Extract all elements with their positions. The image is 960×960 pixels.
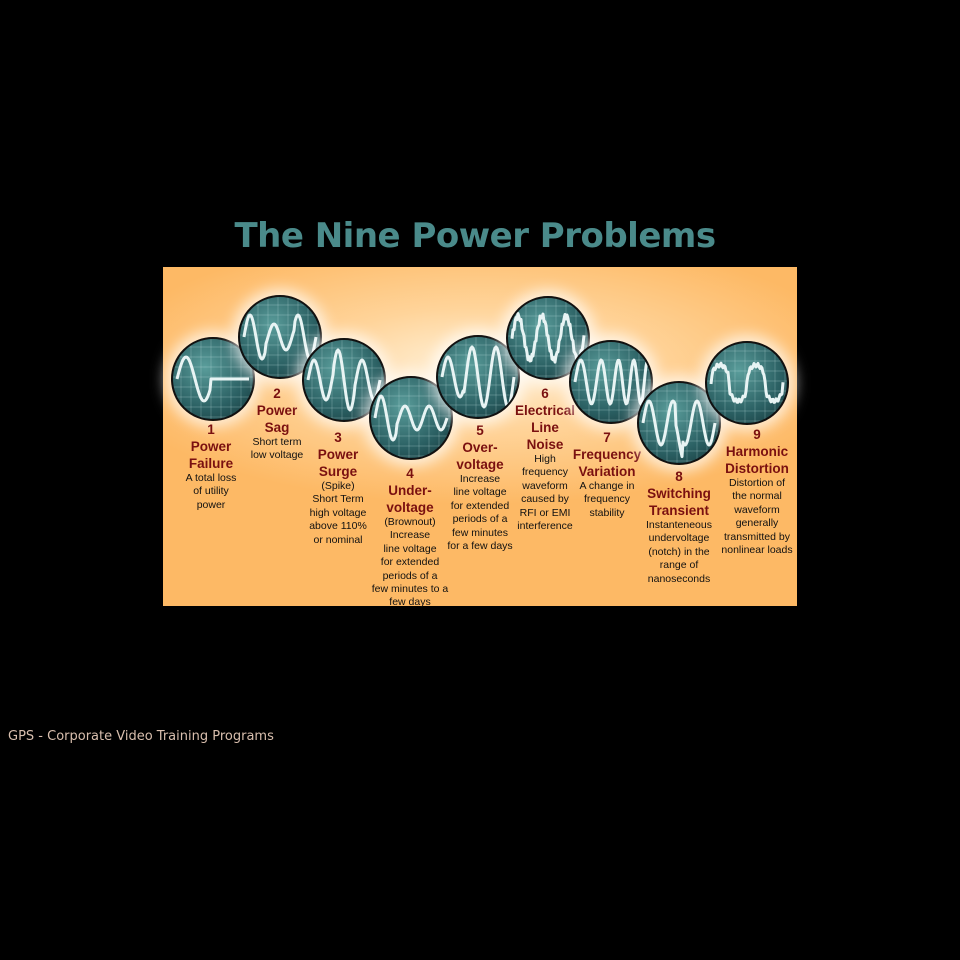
problem-item: 7 Frequency Variation A change in freque… — [562, 429, 652, 520]
problem-item: 5 Over- voltage Increase line voltage fo… — [435, 422, 525, 553]
problem-number: 1 — [207, 422, 215, 437]
problem-number: 3 — [334, 430, 342, 445]
problem-description: Instanteneous undervoltage (notch) in th… — [646, 519, 712, 585]
overvoltage-waveform-icon — [436, 335, 520, 419]
power-sag-waveform-icon — [238, 295, 322, 379]
problem-item: 8 Switching Transient Instanteneous unde… — [634, 468, 724, 586]
problem-number: 9 — [753, 427, 761, 442]
problem-item: 4 Under- voltage (Brownout) Increase lin… — [365, 465, 455, 610]
problem-number: 6 — [541, 386, 549, 401]
footer-text: GPS - Corporate Video Training Programs — [8, 729, 274, 744]
problem-title: Frequency Variation — [572, 447, 642, 479]
problem-title: Electrical Line Noise — [514, 403, 576, 452]
problem-number: 2 — [273, 386, 281, 401]
problem-description: Increase line voltage for extended perio… — [447, 473, 513, 553]
harmonic-distortion-waveform-icon — [705, 341, 789, 425]
problem-description: High frequency waveform caused by RFI or… — [517, 453, 573, 533]
diagram-panel: 1 Power Failure A total loss of utility … — [163, 267, 797, 608]
problem-number: 8 — [675, 469, 683, 484]
problem-description: (Spike) Short Term high voltage above 11… — [309, 480, 367, 546]
problem-item: 9 Harmonic Distortion Distortion of the … — [712, 426, 802, 557]
page-title: The Nine Power Problems — [234, 216, 716, 256]
problem-title: Power Sag — [256, 403, 298, 435]
problem-item: 6 Electrical Line Noise High frequency w… — [500, 385, 590, 533]
problem-description: A total loss of utility power — [185, 472, 237, 511]
problem-title: Switching Transient — [647, 486, 711, 518]
problem-title: Power Surge — [317, 447, 359, 479]
problem-title: Over- voltage — [456, 440, 504, 472]
problem-title: Harmonic Distortion — [725, 444, 789, 476]
problem-number: 4 — [406, 466, 414, 481]
problem-number: 7 — [603, 430, 611, 445]
problem-item: 1 Power Failure A total loss of utility … — [166, 421, 256, 512]
problem-item: 3 Power Surge (Spike) Short Term high vo… — [293, 429, 383, 547]
problem-number: 5 — [476, 423, 484, 438]
problem-description: Short term low voltage — [250, 436, 304, 462]
line-noise-waveform-icon — [506, 296, 590, 380]
problem-description: A change in frequency stability — [579, 480, 635, 519]
problem-title: Under- voltage — [386, 483, 434, 515]
problem-description: Distortion of the normal waveform genera… — [721, 477, 793, 557]
problem-description: (Brownout) Increase line voltage for ext… — [371, 516, 449, 609]
problem-item: 2 Power Sag Short term low voltage — [232, 385, 322, 463]
problem-title: Power Failure — [188, 439, 234, 471]
